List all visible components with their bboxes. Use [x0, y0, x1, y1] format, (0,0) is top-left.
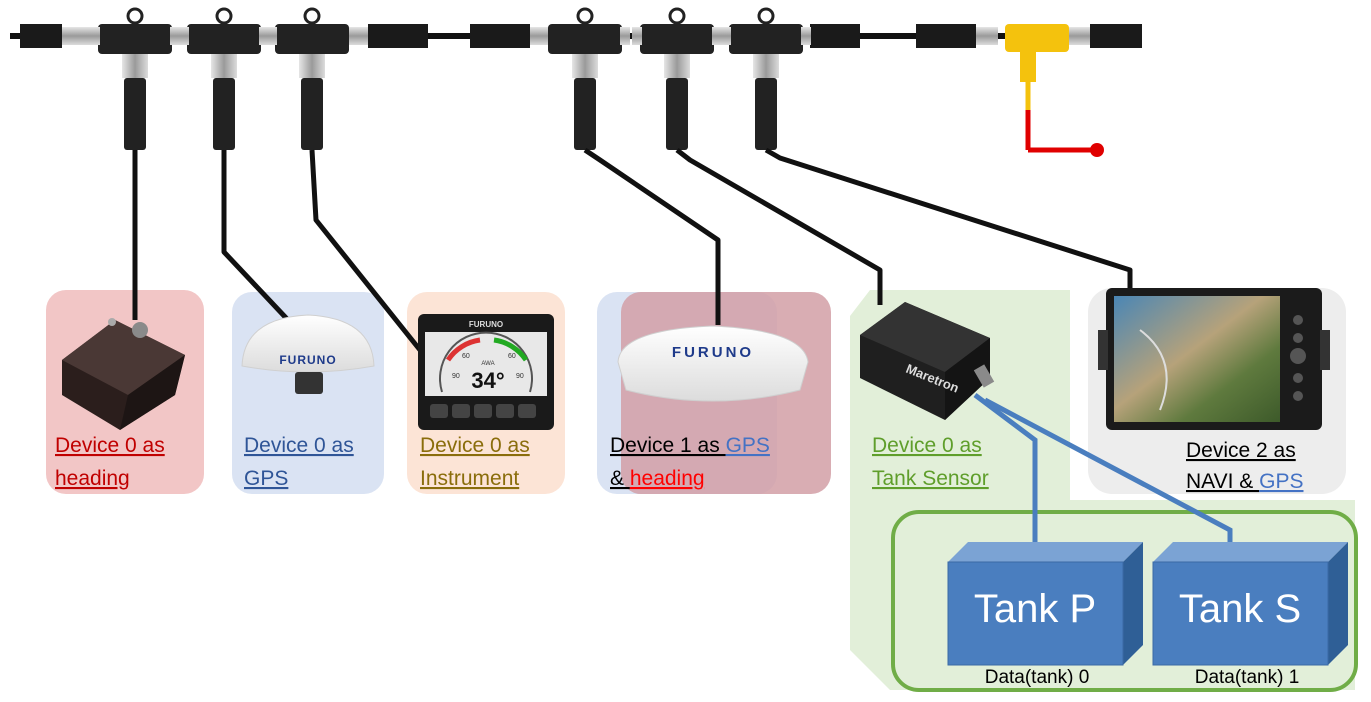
drop-cable-gps — [221, 150, 290, 322]
navi-label-prefix: NAVI & — [1186, 470, 1259, 493]
heading-label-line2: heading — [55, 467, 130, 490]
terminator-t-connector — [1005, 24, 1104, 157]
instrument-label-line1: Device 0 as — [420, 434, 530, 457]
navi-label-gps: GPS — [1259, 470, 1303, 493]
t-connector-3 — [267, 7, 349, 150]
instrument-tick: 60 — [508, 353, 516, 360]
tank-sensor-label-line1: Device 0 as — [872, 434, 982, 457]
drop-cables — [132, 147, 1133, 352]
navi-button-column — [1290, 315, 1306, 401]
backbone-connector — [346, 27, 368, 45]
heading-sensor-image — [62, 318, 185, 430]
navi-display-image — [1098, 288, 1330, 430]
t-connector-5 — [632, 7, 722, 150]
device1-label-line2: & heading — [610, 467, 705, 490]
heading-label-line1: Device 0 as — [55, 434, 165, 457]
gps-antenna-image: FURUNO — [241, 314, 375, 394]
navi-label-line2: NAVI & GPS — [1186, 470, 1304, 493]
t-connector-4 — [548, 7, 630, 150]
tank-s-data-label: Data(tank) 1 — [1195, 667, 1300, 688]
t-connector-2 — [179, 7, 269, 150]
t-connectors — [90, 7, 1104, 157]
backbone-connector — [470, 24, 530, 48]
instrument-furuno-logo: FURUNO — [469, 320, 503, 329]
tank-cable-p — [973, 393, 1038, 552]
tank-sensor-image: Maretron — [860, 302, 995, 420]
device1-label-prefix: Device 1 as — [610, 434, 726, 457]
drop-cable-device1 — [583, 147, 721, 325]
drop-cable-instrument — [309, 149, 422, 352]
tank-group: Tank P Tank S Data(tank) 0 Data(tank) 1 — [891, 393, 1358, 692]
drop-cable-navi — [764, 147, 1133, 290]
compass-furuno-logo: FURUNO — [672, 344, 754, 361]
backbone-connector — [916, 24, 976, 48]
gps-furuno-logo: FURUNO — [279, 353, 336, 367]
tank-p: Tank P — [947, 542, 1143, 666]
gps-label-line1: Device 0 as — [244, 434, 354, 457]
backbone-connector — [62, 27, 90, 45]
device1-label-heading: heading — [630, 467, 705, 490]
device1-label-line1: Device 1 as GPS — [610, 434, 770, 457]
backbone-connector — [20, 24, 62, 48]
terminator-end-dot — [1090, 143, 1104, 157]
instrument-label-line2: Instrument — [420, 467, 519, 490]
satellite-compass-image: FURUNO — [617, 325, 809, 402]
instrument-buttons — [430, 404, 536, 418]
instrument-value: 34° — [471, 368, 504, 393]
device1-label-amp: & — [610, 467, 630, 490]
instrument-tick: 90 — [452, 373, 460, 380]
backbone-connector — [1090, 24, 1142, 48]
tank-p-data-label: Data(tank) 0 — [985, 667, 1090, 688]
device-labels: Device 0 as heading Device 0 as GPS Devi… — [55, 434, 1304, 493]
t-connector-1 — [90, 7, 180, 150]
device1-label-gps: GPS — [726, 434, 770, 457]
tank-s: Tank S — [1152, 542, 1348, 666]
tank-p-label: Tank P — [974, 587, 1096, 631]
backbone-connector — [1068, 27, 1090, 45]
instrument-unit: AWA — [481, 361, 494, 367]
tank-s-label: Tank S — [1179, 587, 1301, 631]
backbone-connector — [810, 24, 860, 48]
instrument-tick: 90 — [516, 373, 524, 380]
gps-label-line2: GPS — [244, 467, 288, 490]
backbone-connector — [976, 27, 998, 45]
instrument-tick: 60 — [462, 353, 470, 360]
tank-group-frame — [891, 510, 1358, 692]
tank-sensor-label-line2: Tank Sensor — [872, 467, 989, 490]
backbone-connector — [530, 27, 552, 45]
navi-label-line1: Device 2 as — [1186, 439, 1296, 462]
drop-cable-tank-sensor — [675, 148, 883, 305]
t-connector-6 — [721, 7, 811, 150]
instrument-display-image: FURUNO 34° AWA 60 60 90 90 — [418, 314, 554, 430]
backbone-connector — [368, 24, 428, 48]
